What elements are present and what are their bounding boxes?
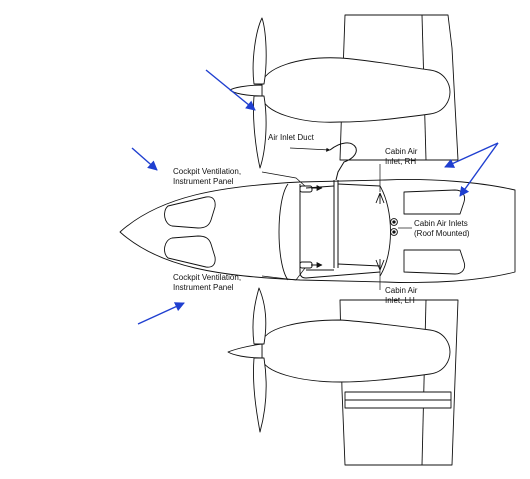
label-cabin-rh-line1: Cabin Air — [385, 147, 418, 156]
airflow-arrow-5 — [459, 142, 499, 197]
ducting — [299, 142, 381, 279]
label-cabin-air-lh: Cabin Air Inlet, LH — [385, 286, 417, 306]
leader-cockpit-upper — [261, 171, 306, 187]
cockpit-window-lower — [164, 235, 216, 268]
leader-air-inlet-duct — [289, 147, 331, 152]
leader-cockpit-lower — [261, 267, 306, 281]
cabin-window-lower — [403, 249, 466, 275]
label-cabin-inlets-line2: (Roof Mounted) — [414, 229, 470, 238]
label-cockpit-ventilation-lower: Cockpit Ventilation, Instrument Panel — [173, 273, 241, 293]
airflow-arrow-2 — [131, 147, 158, 171]
airflow-arrows — [131, 69, 499, 325]
label-cabin-air-rh: Cabin Air Inlet, RH — [385, 147, 417, 167]
upper-propeller-blade-top — [252, 17, 267, 85]
label-air-inlet-duct-text: Air Inlet Duct — [268, 133, 314, 142]
leader-lines — [261, 147, 412, 290]
upper-nacelle — [261, 57, 451, 123]
label-cabin-lh-line1: Cabin Air — [385, 286, 418, 295]
label-cabin-lh-line2: Inlet, LH — [385, 296, 415, 305]
forward-bulkhead — [278, 183, 289, 281]
upper-propeller-blade-bottom — [253, 95, 267, 169]
label-cockpit-lower-line2: Instrument Panel — [173, 283, 234, 292]
lower-spinner — [227, 343, 263, 359]
label-cockpit-lower-line1: Cockpit Ventilation, — [173, 273, 242, 282]
label-cabin-inlets-line1: Cabin Air Inlets — [414, 219, 468, 228]
label-cabin-air-inlets: Cabin Air Inlets (Roof Mounted) — [414, 219, 470, 239]
cabin-window-upper — [403, 189, 466, 215]
rh-outlet-spray — [375, 192, 385, 204]
airflow-arrow-3 — [137, 302, 185, 325]
lower-nacelle — [261, 319, 451, 383]
airflow-arrow-1 — [205, 69, 256, 111]
cabin-outlets — [375, 192, 398, 271]
cockpit-window-upper — [164, 196, 216, 229]
label-cabin-rh-line2: Inlet, RH — [385, 157, 417, 166]
label-cockpit-upper-line2: Instrument Panel — [173, 177, 234, 186]
airflow-arrow-4 — [444, 142, 499, 168]
label-cockpit-ventilation-upper: Cockpit Ventilation, Instrument Panel — [173, 167, 241, 187]
air-inlet-duct — [329, 142, 357, 181]
lh-outlet-spray — [375, 259, 385, 271]
lower-propeller-blade-top — [252, 287, 267, 345]
lower-propeller-blade-bottom — [253, 357, 267, 433]
label-cockpit-upper-line1: Cockpit Ventilation, — [173, 167, 242, 176]
label-air-inlet-duct: Air Inlet Duct — [268, 133, 314, 143]
wing-lower-flap-line — [421, 299, 427, 466]
